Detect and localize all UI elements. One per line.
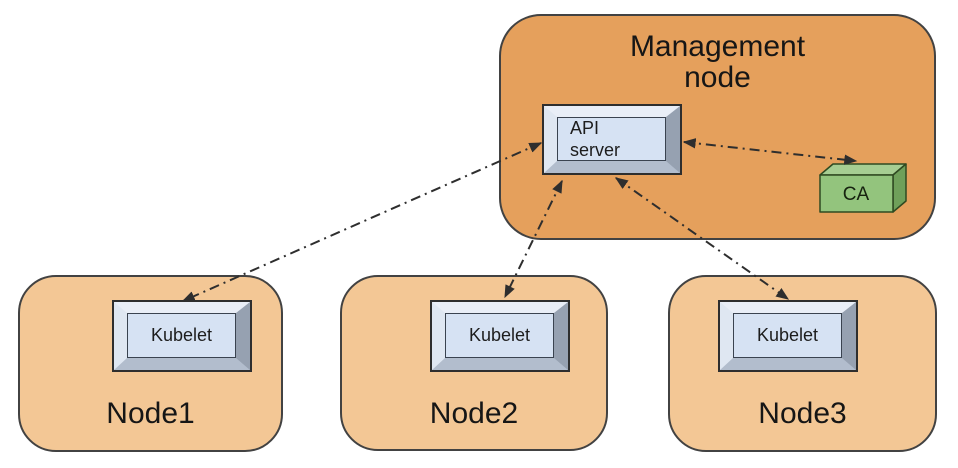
api-server-box: API server (542, 104, 682, 175)
kubelet-panel: Kubelet (445, 313, 554, 358)
api-server-label: API server (570, 118, 621, 160)
management-node-title: Management node (629, 30, 806, 94)
kubelet-label-node1: Kubelet (150, 325, 213, 345)
api-server-bevel-frame (544, 106, 680, 173)
kubelet-box-node2: Kubelet (430, 300, 570, 372)
node2-label: Node2 (429, 397, 519, 430)
kubelet-label-node3: Kubelet (756, 325, 819, 345)
node1-label: Node1 (106, 397, 195, 430)
kubelet-bevel-frame (432, 302, 568, 370)
kubelet-label-node2: Kubelet (468, 325, 531, 345)
kubelet-box-node1: Kubelet (112, 300, 252, 372)
kubelet-panel: Kubelet (733, 313, 842, 358)
kubelet-bevel-frame (720, 302, 856, 370)
kubelet-panel: Kubelet (127, 313, 236, 358)
kubelet-box-node3: Kubelet (718, 300, 858, 372)
api-server-panel: API server (557, 117, 666, 161)
kubelet-bevel-frame (114, 302, 250, 370)
node3-label: Node3 (758, 397, 847, 430)
